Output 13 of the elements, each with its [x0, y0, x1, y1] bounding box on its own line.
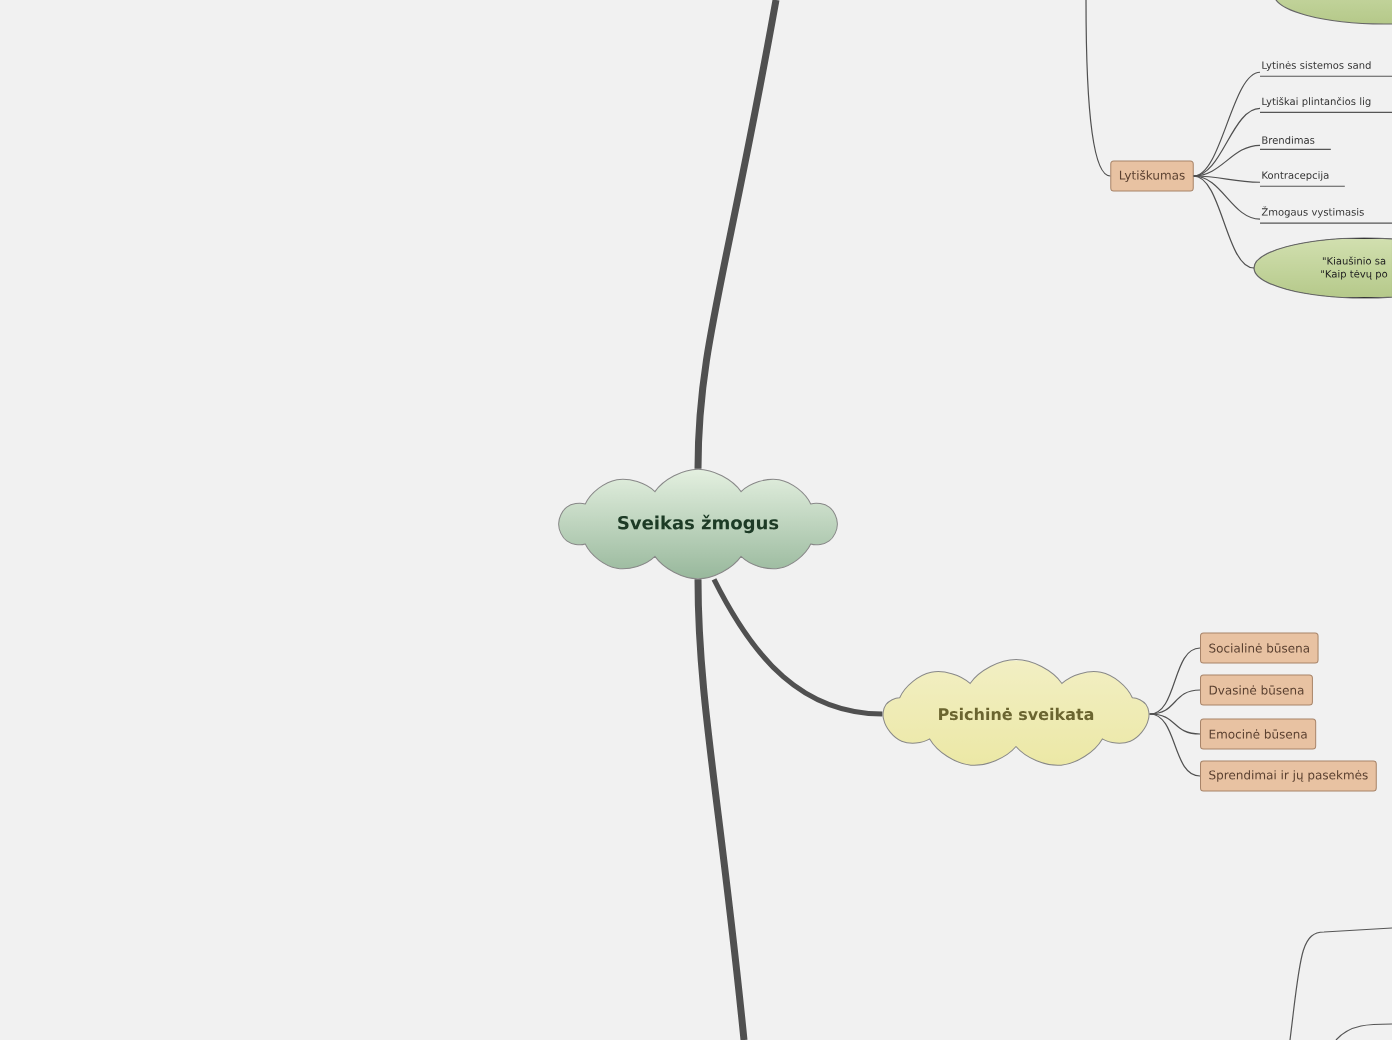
connector — [1149, 647, 1201, 715]
connector — [1149, 713, 1201, 777]
connector — [694, 0, 780, 469]
connector — [694, 579, 748, 1040]
connector — [1149, 689, 1201, 715]
connector — [1149, 713, 1201, 735]
connector — [1085, 0, 1111, 177]
connector — [1193, 175, 1261, 220]
connector — [1193, 71, 1261, 177]
connector — [1193, 175, 1261, 183]
connector — [1193, 175, 1255, 269]
connector — [1193, 107, 1261, 177]
connector — [711, 578, 883, 717]
